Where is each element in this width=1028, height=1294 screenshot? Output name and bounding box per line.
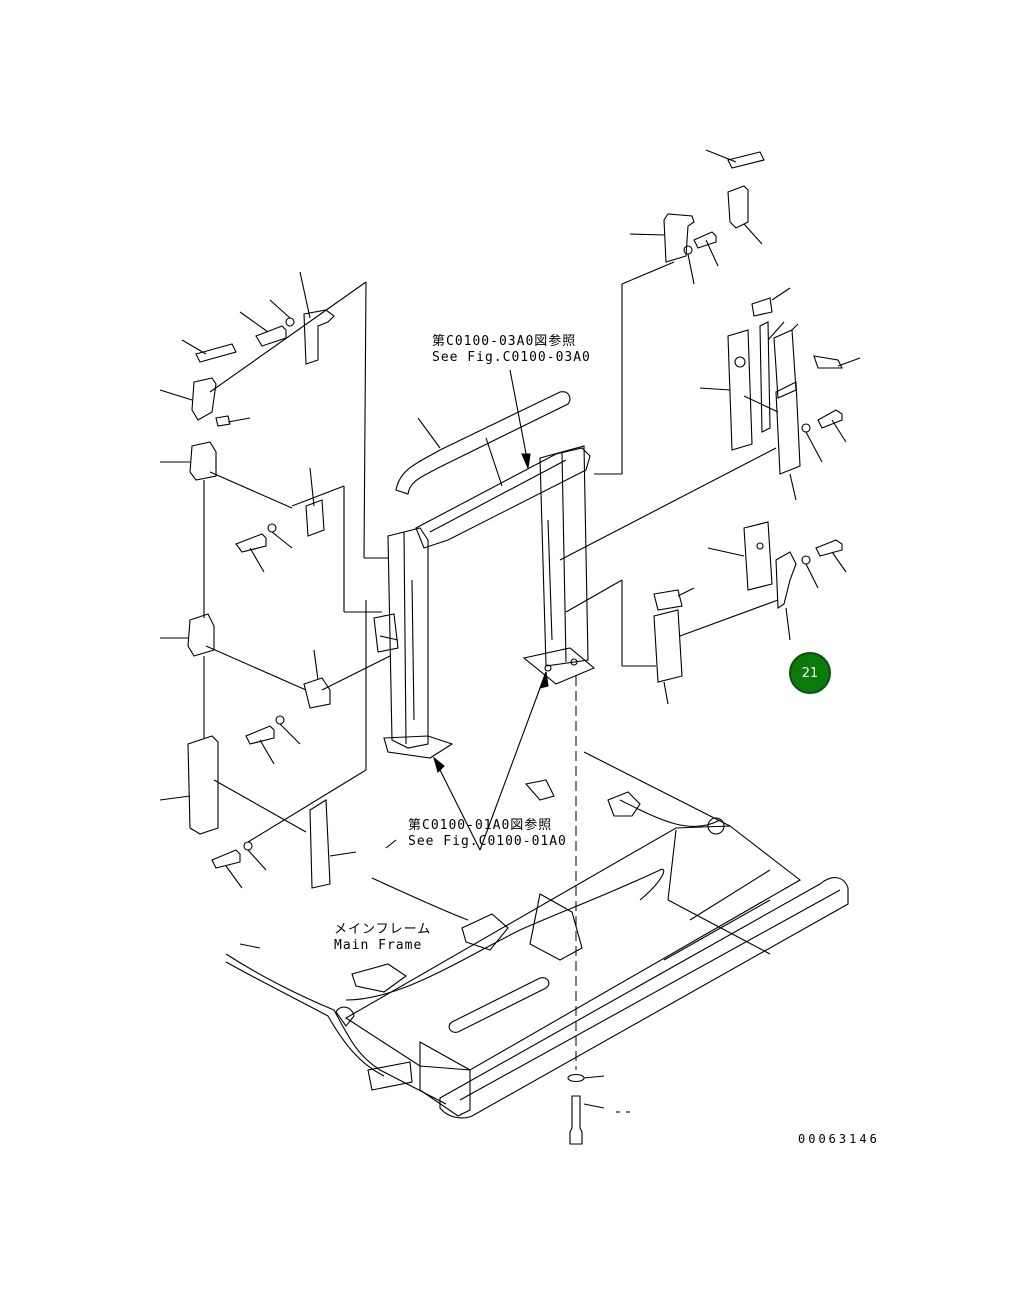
bracket-main-1	[607, 791, 641, 817]
drawing-number: 00063146	[798, 1132, 880, 1146]
right-post-base	[522, 647, 596, 685]
left-post-base	[383, 735, 454, 759]
bolt-left-top	[255, 325, 287, 347]
clamp-block-left-2	[187, 613, 215, 657]
hose-curve	[395, 391, 571, 495]
cover-strip-left	[309, 799, 331, 889]
clamp-block-left-1	[189, 441, 217, 481]
small-bracket	[373, 613, 399, 653]
upper-reference-label-jp: 第C0100-03A0図参照	[432, 334, 577, 349]
plate-block-lower	[743, 521, 773, 591]
bracket-left-mid	[303, 677, 331, 709]
bolt-right-2	[815, 539, 843, 557]
bracket-lower	[775, 551, 797, 610]
left-parts	[159, 271, 391, 889]
bracket-top	[663, 213, 695, 263]
slot-opening	[448, 977, 550, 1033]
left-lug	[335, 1006, 355, 1027]
main-frame-end-cap	[419, 1041, 471, 1117]
bracket-main-2	[524, 779, 555, 801]
washer-bottom	[567, 1073, 585, 1083]
mount-block-1	[461, 913, 509, 951]
bolt-left-mid	[235, 533, 267, 553]
cross-member	[529, 893, 583, 961]
bolt-left-bottom	[211, 849, 241, 869]
clip-left	[191, 377, 217, 421]
upper-reference-label-en: See Fig.C0100-03A0	[432, 350, 591, 365]
mount-block-2	[351, 963, 407, 993]
guard-frame	[373, 369, 596, 851]
cover-long-lower	[653, 609, 683, 683]
bolt-right-1	[817, 409, 843, 429]
main-frame-label-en: Main Frame	[334, 938, 423, 953]
rubber-pad-top	[727, 151, 765, 169]
bolt-bottom	[569, 1095, 583, 1145]
washer-top	[683, 245, 693, 255]
cover-plate-right	[775, 381, 801, 475]
left-post	[387, 527, 429, 749]
pad-left-top	[195, 343, 237, 363]
main-frame	[225, 751, 849, 1119]
bolt-left-lower	[245, 725, 275, 745]
main-frame-left-edge	[225, 953, 447, 1105]
seal-plate-mid	[759, 321, 771, 433]
clamp-block-top	[727, 185, 749, 229]
right-side-parts	[559, 287, 861, 561]
lower-reference-label-jp: 第C0100-01A0図参照	[408, 818, 553, 833]
wire-loop	[345, 868, 665, 1001]
cover-long-left	[187, 735, 219, 835]
callout-badge-21[interactable]: 21	[789, 652, 831, 694]
bolt-top	[693, 231, 717, 249]
seal-plate-left	[727, 329, 753, 451]
rubber-block-right	[813, 355, 843, 369]
seal-pad-left	[305, 499, 325, 537]
right-lower-parts	[565, 521, 847, 705]
right-post	[539, 445, 589, 667]
main-frame-label-jp: メインフレーム	[334, 922, 432, 937]
pad-small	[751, 297, 773, 317]
lower-reference-label-en: See Fig.C0100-01A0	[408, 834, 567, 849]
rubber-bar-lower	[653, 589, 683, 611]
main-frame-right-rail	[439, 877, 849, 1119]
top-right-parts	[594, 149, 765, 475]
bracket-left-top	[303, 309, 335, 365]
tiny-block	[215, 415, 231, 427]
